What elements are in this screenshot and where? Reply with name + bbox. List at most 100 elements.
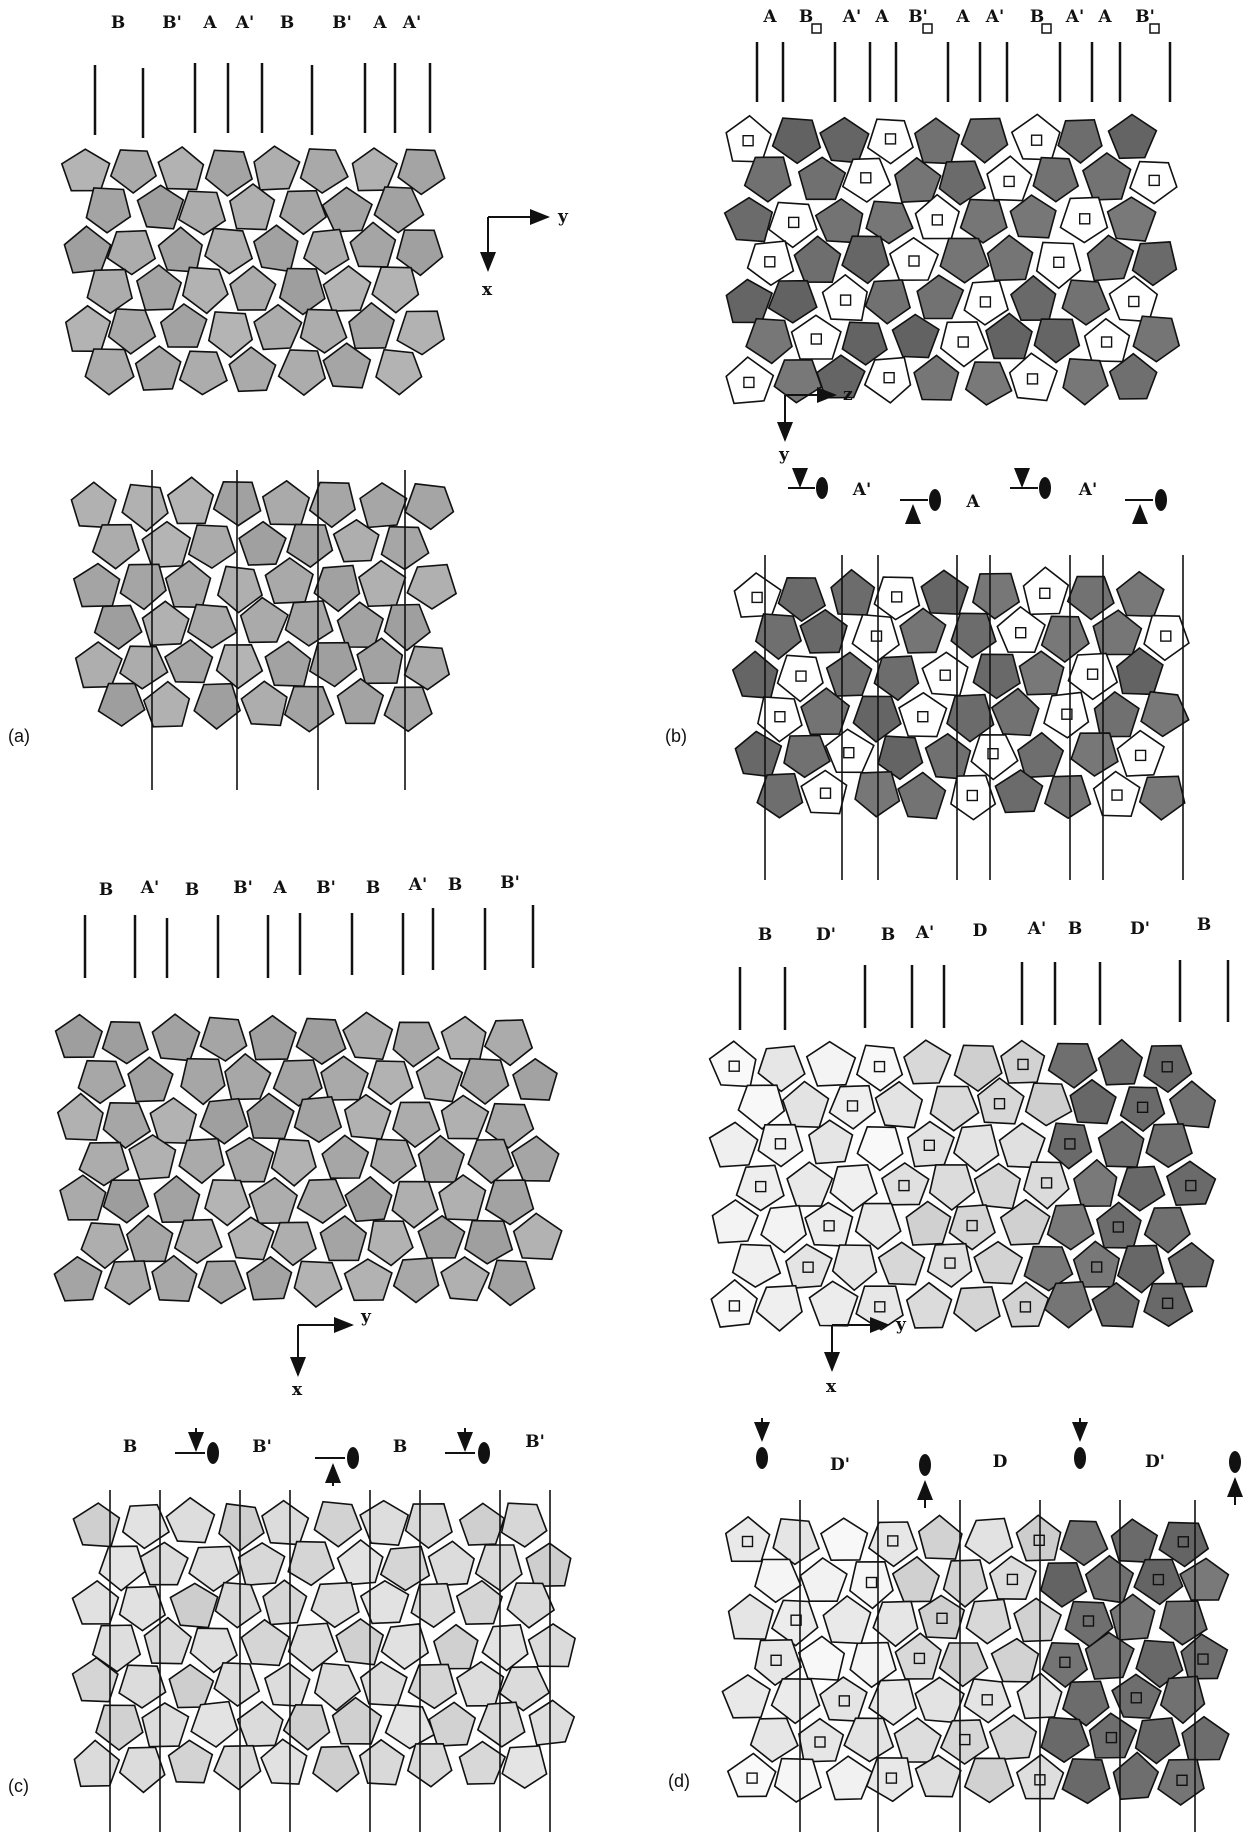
- pentagon-tile: [481, 1623, 529, 1672]
- pentagon-tile: [964, 361, 1013, 406]
- pentagon-tile: [1165, 1160, 1217, 1207]
- pentagon-tile: [938, 1642, 989, 1688]
- vacancy-square: [1177, 1536, 1190, 1548]
- pentagon-tile: [118, 1664, 167, 1709]
- vacancy-square: [1040, 1177, 1053, 1189]
- pentagon-tile: [710, 1278, 759, 1328]
- pentagon-tile: [286, 523, 334, 569]
- panel-a-bottom-tiling: [70, 476, 458, 733]
- pentagon-tile: [757, 1045, 806, 1093]
- stack-label: B: [448, 875, 462, 895]
- pentagon-tile: [228, 346, 277, 393]
- pentagon-tile: [773, 1757, 822, 1803]
- pentagon-tile: [725, 356, 775, 405]
- pentagon-tile: [735, 1164, 785, 1212]
- pentagon-tile: [72, 1502, 121, 1548]
- pentagon-tile: [976, 1077, 1025, 1125]
- pentagon-tile: [335, 1618, 385, 1666]
- pentagon-tile: [1032, 156, 1080, 203]
- pentagon-tile: [965, 1598, 1012, 1645]
- pentagon-tile: [215, 643, 264, 690]
- pentagon-tile: [204, 149, 254, 197]
- panel-a-stack-lines: [93, 63, 432, 138]
- pentagon-tile: [804, 1201, 854, 1247]
- vacancy-square: [728, 1060, 740, 1072]
- pentagon-tile: [293, 1095, 343, 1144]
- pentagon-tile: [824, 728, 875, 774]
- pentagon-tile: [990, 687, 1040, 737]
- stack-label: A: [762, 7, 777, 27]
- pentagon-tile: [512, 1212, 563, 1261]
- panel-b-bottom-lines: [764, 555, 1184, 880]
- pentagon-tile: [723, 196, 774, 243]
- pentagon-tile: [165, 1496, 216, 1544]
- pentagon-tile: [407, 1663, 458, 1710]
- pentagon-tile: [455, 1579, 504, 1626]
- panel-c-stack-lines: [83, 905, 535, 978]
- pentagon-tile: [797, 156, 847, 201]
- pentagon-tile: [78, 1141, 130, 1187]
- vacancy-square: [795, 670, 807, 682]
- vacancy-square: [884, 133, 897, 145]
- vacancy-square: [898, 1179, 910, 1192]
- pentagon-tile: [342, 1011, 394, 1061]
- pentagon-tile: [151, 1254, 198, 1303]
- stack-label: B': [1135, 7, 1155, 27]
- pentagon-tile: [754, 1638, 803, 1687]
- stack-label: A': [235, 13, 254, 33]
- pentagon-tile: [380, 1623, 430, 1671]
- vacancy-square: [923, 1139, 935, 1152]
- pentagon-tile: [527, 1622, 577, 1668]
- pentagon-tile: [963, 280, 1010, 326]
- panel-c-top-tiling: [53, 1011, 563, 1309]
- pentagon-tile: [121, 1503, 170, 1550]
- pentagon-tile: [73, 1739, 121, 1788]
- vacancy-square: [1059, 1656, 1071, 1669]
- pentagon-tile: [261, 1499, 310, 1546]
- pentagon-tile: [308, 641, 358, 688]
- pentagon-tile: [121, 483, 169, 533]
- pentagon-tile: [178, 1137, 225, 1185]
- pentagon-tile: [953, 1044, 1003, 1093]
- vacancy-square: [746, 1772, 758, 1784]
- vacancy-square: [931, 214, 943, 226]
- stack-label: B': [162, 13, 182, 33]
- pentagon-tile: [93, 604, 143, 650]
- pentagon-tile: [749, 1717, 799, 1763]
- vacancy-square: [917, 711, 929, 723]
- pentagon-tile: [141, 520, 192, 569]
- pentagon-tile: [359, 481, 408, 529]
- pentagon-tile: [783, 734, 831, 779]
- pentagon-tile: [483, 1019, 534, 1067]
- pentagon-tile: [80, 1222, 129, 1270]
- pentagon-tile: [260, 1738, 308, 1785]
- pentagon-tile: [248, 1176, 299, 1225]
- vacancy-square: [1136, 1101, 1149, 1114]
- pentagon-tile: [1108, 275, 1159, 323]
- pentagon-tile: [950, 612, 997, 659]
- pentagon-tile: [874, 1080, 924, 1129]
- pentagon-tile: [367, 1220, 414, 1267]
- stack-label: A': [408, 875, 427, 895]
- stack-label: A: [372, 13, 387, 33]
- pentagon-tile: [830, 568, 876, 616]
- pentagon-tile: [905, 1200, 952, 1246]
- pentagon-tile: [357, 559, 407, 608]
- pentagon-tile: [737, 1084, 786, 1131]
- pentagon-tile: [877, 735, 924, 781]
- pentagon-tile: [228, 183, 276, 231]
- pentagon-tile: [102, 1179, 150, 1224]
- pentagon-tile: [438, 1174, 487, 1222]
- pentagon-tile: [1115, 570, 1165, 618]
- pentagon-tile: [197, 1260, 247, 1305]
- axis-label-horizontal: y: [895, 1315, 907, 1335]
- pentagon-tile: [990, 1637, 1040, 1683]
- pentagon-tile: [1112, 1751, 1160, 1801]
- pentagon-tile: [721, 1674, 772, 1719]
- pentagon-tile: [942, 1559, 989, 1608]
- pentagon-tile: [905, 1281, 953, 1329]
- vacancy-square: [865, 1576, 878, 1589]
- pentagon-tile: [891, 1555, 941, 1603]
- pentagon-tile: [186, 603, 238, 649]
- pentagon-tile: [278, 267, 326, 316]
